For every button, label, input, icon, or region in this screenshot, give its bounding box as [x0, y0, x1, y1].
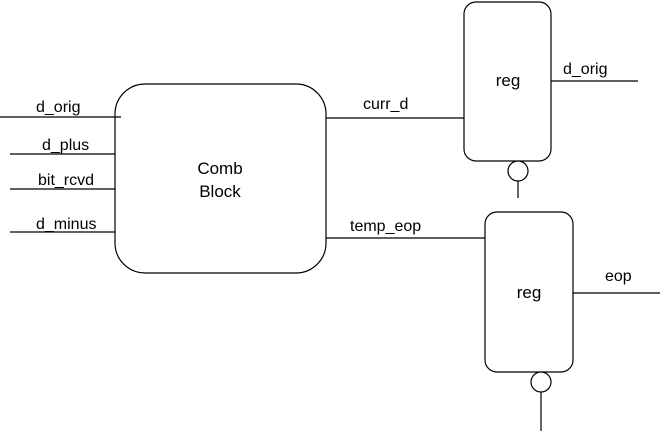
reg-top-label: reg [496, 71, 521, 90]
temp-eop-label: temp_eop [350, 218, 421, 235]
comb-block-label-line1: Comb [197, 159, 242, 178]
reg-top-clock-bubble [507, 160, 529, 182]
reg-top-output-label: d_orig [563, 61, 607, 78]
input-label-d-orig: d_orig [36, 99, 80, 116]
reg-bottom-output-label: eop [605, 268, 632, 285]
input-label-d-plus: d_plus [42, 137, 89, 154]
reg-bottom-label: reg [517, 283, 542, 302]
reg-bottom-clock-bubble [530, 371, 552, 393]
comb-block-label-line2: Block [199, 182, 241, 201]
comb-block-box [114, 83, 327, 274]
curr-d-label: curr_d [363, 96, 408, 113]
input-label-d-minus: d_minus [36, 216, 96, 233]
reg-bottom-box [484, 211, 574, 373]
input-label-bit-rcvd: bit_rcvd [38, 172, 94, 189]
